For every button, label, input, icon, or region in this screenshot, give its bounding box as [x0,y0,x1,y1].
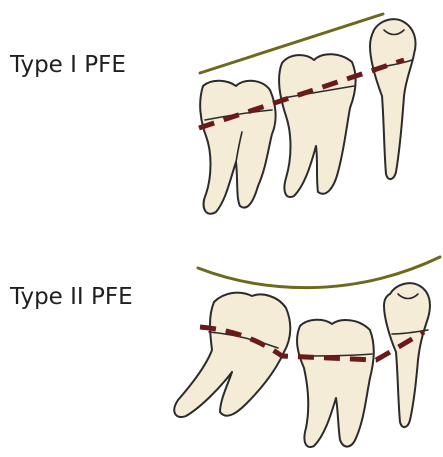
type-1-premolar [370,19,416,179]
type-2-second-molar [297,320,374,447]
type-2-illustration [174,257,440,447]
type-1-illustration [199,14,416,214]
type-2-premolar [384,283,430,427]
type-1-second-molar [279,54,356,197]
type-2-first-molar [174,293,290,417]
